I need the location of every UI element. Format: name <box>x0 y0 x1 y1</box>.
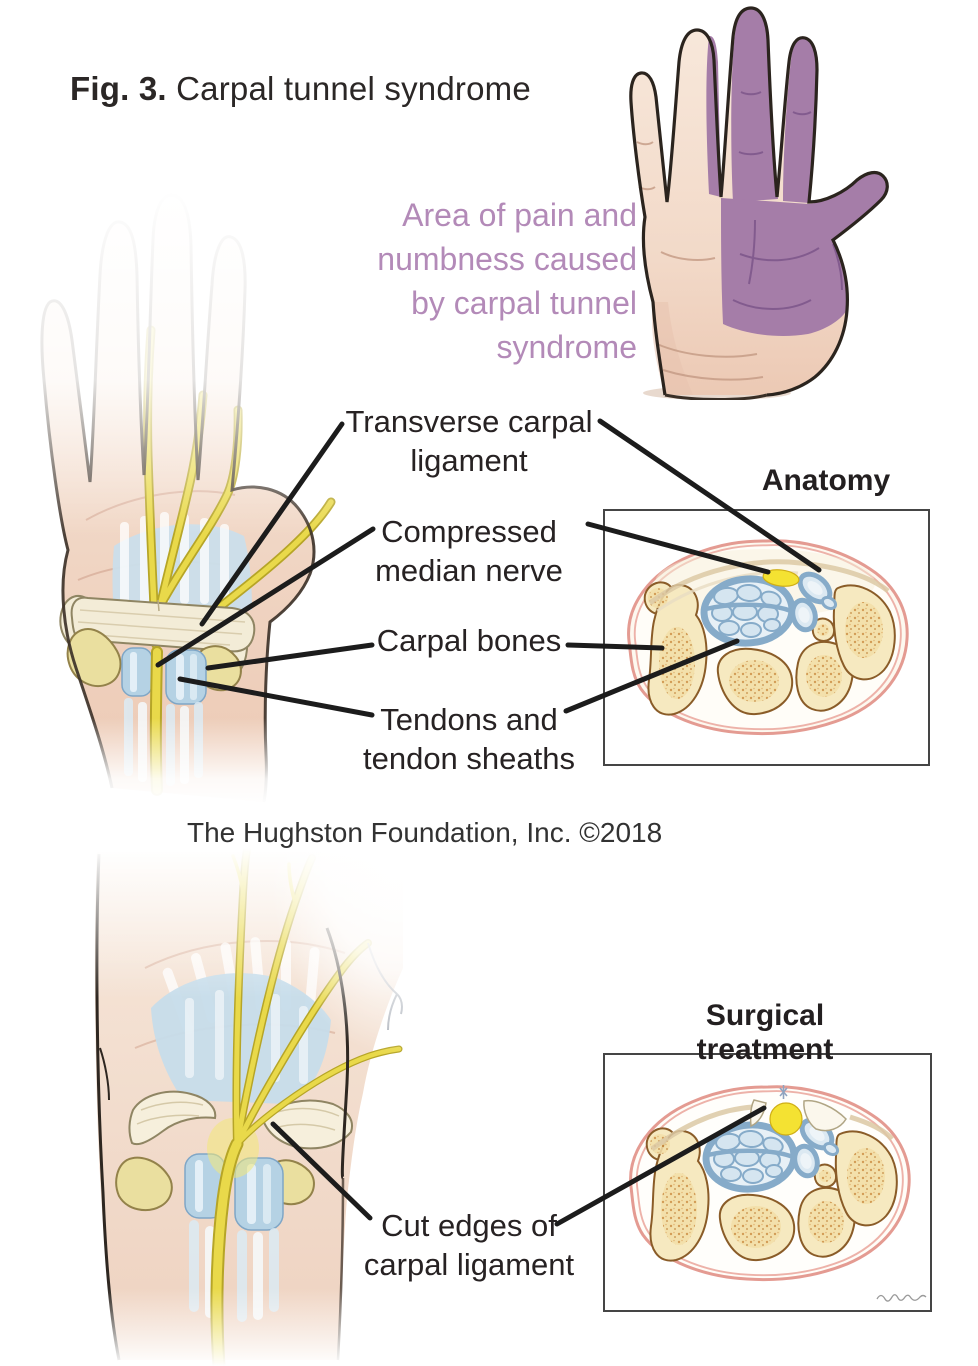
copyright-credit: The Hughston Foundation, Inc. ©2018 <box>187 817 663 848</box>
artist-signature <box>876 1294 927 1302</box>
anatomy-heading: Anatomy <box>761 464 891 497</box>
figure-title: Fig. 3. Carpal tunnel syndrome <box>70 70 531 108</box>
cut-ligament-flap-left <box>128 1090 217 1146</box>
palm-creases-purple <box>732 91 843 310</box>
pain-area-hand-illustration <box>629 6 889 400</box>
label-line: Transverse carpal <box>345 404 593 439</box>
label-tendons-and-sheaths: Tendons and tendon sheaths <box>334 700 604 778</box>
tendons-in-tunnel <box>713 1129 784 1184</box>
incision-marker-icon <box>779 1085 788 1099</box>
arm-left-twig <box>99 1047 110 1101</box>
tendon-sheaths-right <box>790 571 838 633</box>
surgical-hand-illustration <box>85 848 405 1366</box>
caption-line: Area of pain and <box>402 197 637 233</box>
caption-line: syndrome <box>496 329 638 365</box>
anatomy-panel-box <box>603 509 930 766</box>
label-line: median nerve <box>375 553 563 588</box>
label-cut-edges: Cut edges of carpal ligament <box>334 1206 604 1284</box>
finger-fade <box>20 190 355 535</box>
wrist-bottom-edge <box>664 393 768 400</box>
label-line: Carpal bones <box>376 623 562 658</box>
figure-number: Fig. 3. <box>70 70 167 107</box>
anatomy-cross-section <box>627 539 909 736</box>
label-compressed-median-nerve: Compressed median nerve <box>334 512 604 590</box>
label-carpal-bones: Carpal bones <box>334 621 604 660</box>
caption-line: by carpal tunnel <box>411 285 637 321</box>
bottom-fade <box>85 1288 405 1366</box>
wrist-fade <box>20 718 355 805</box>
label-line: Tendons and <box>380 702 558 737</box>
surgical-heading: Surgical treatment <box>696 999 834 1066</box>
cut-edge-right <box>803 1099 847 1132</box>
label-transverse-carpal-ligament: Transverse carpal ligament <box>334 402 604 480</box>
carpal-tunnel <box>700 575 796 647</box>
surgical-panel-box <box>603 1053 932 1312</box>
released-median-nerve-cross-section <box>769 1102 803 1136</box>
caption-line: numbness caused <box>377 241 637 277</box>
label-line: Cut edges of <box>381 1208 557 1243</box>
figure-title-text: Carpal tunnel syndrome <box>176 70 531 107</box>
surgical-cross-section <box>629 1085 927 1302</box>
top-right-fade <box>235 848 405 1108</box>
hand-outline <box>629 6 889 397</box>
anatomy-hand-illustration <box>20 190 355 805</box>
pain-area-caption: Area of pain and numbness caused by carp… <box>317 193 637 369</box>
label-line: carpal ligament <box>363 1247 575 1282</box>
label-line: tendon sheaths <box>362 741 575 776</box>
pain-area-overlay <box>706 7 888 336</box>
label-line: Compressed <box>381 514 557 549</box>
tendons-in-tunnel <box>711 583 782 638</box>
label-line: ligament <box>410 443 528 478</box>
palm-creases-skin <box>636 141 764 381</box>
